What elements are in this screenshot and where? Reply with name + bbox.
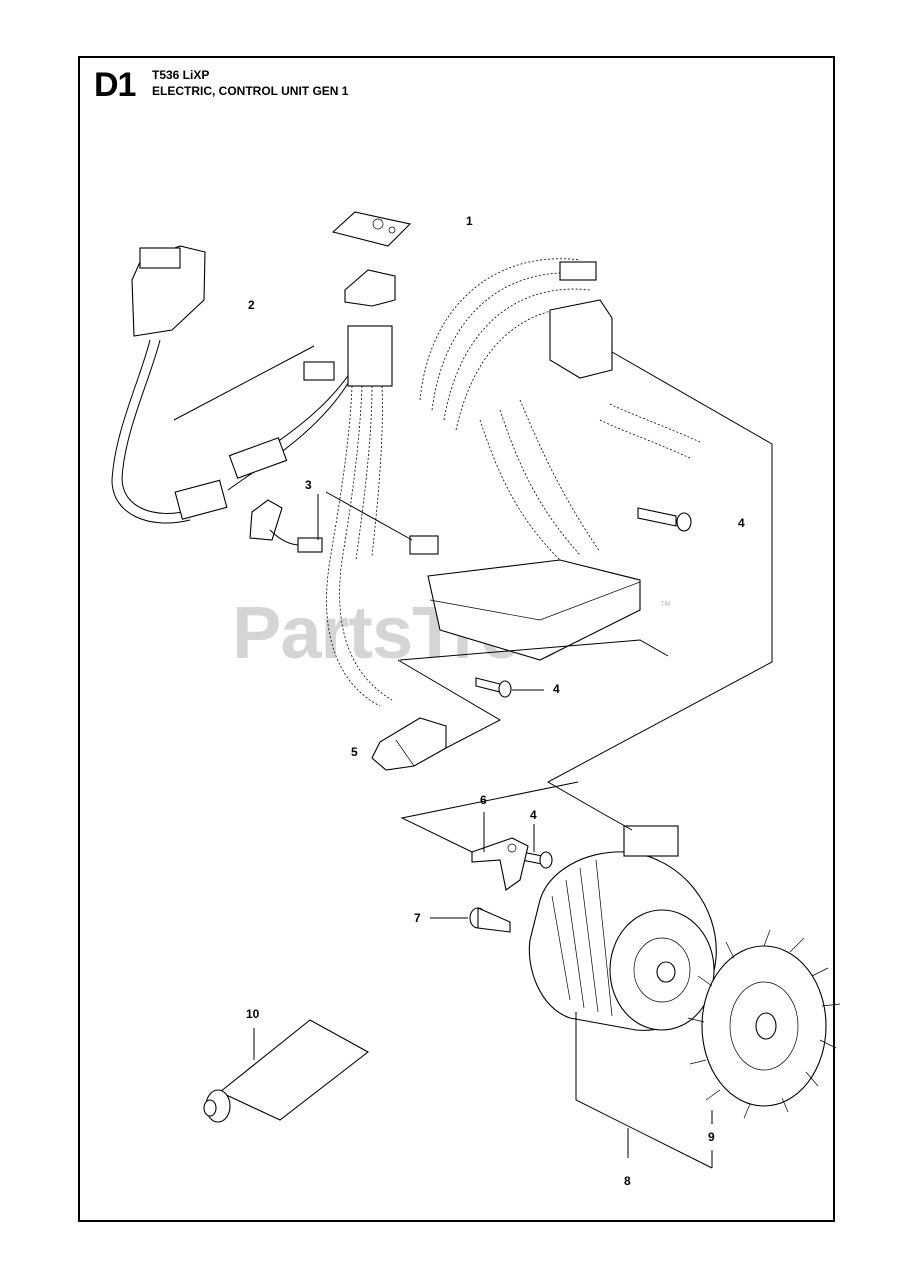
part-2-wiring-harness[interactable] bbox=[111, 245, 439, 707]
leader-lines bbox=[173, 345, 773, 1169]
callout-9: 9 bbox=[708, 1130, 715, 1144]
callout-6: 6 bbox=[480, 793, 487, 807]
part-4-screw-b[interactable] bbox=[475, 677, 512, 698]
part-8-motor[interactable] bbox=[528, 825, 717, 1031]
control-unit bbox=[427, 399, 701, 661]
part-1-label-plate[interactable] bbox=[331, 211, 412, 307]
diagram-title: ELECTRIC, CONTROL UNIT GEN 1 bbox=[152, 84, 349, 98]
part-6-bracket[interactable] bbox=[471, 837, 529, 891]
callout-1: 1 bbox=[466, 214, 473, 228]
part-10-grease-tube[interactable] bbox=[203, 1019, 369, 1123]
part-5-clip[interactable] bbox=[371, 717, 447, 771]
cable-bundle-upper bbox=[419, 258, 613, 431]
part-4-screw-c[interactable] bbox=[521, 851, 553, 869]
part-4-screw-a[interactable] bbox=[637, 507, 692, 532]
callout-4-b: 4 bbox=[553, 682, 560, 696]
section-code: D1 bbox=[94, 66, 136, 104]
callout-7: 7 bbox=[414, 911, 421, 925]
diagram-frame bbox=[78, 56, 835, 1222]
callout-3: 3 bbox=[305, 478, 312, 492]
part-3-connector[interactable] bbox=[249, 499, 323, 553]
callout-4-c: 4 bbox=[530, 808, 537, 822]
callout-10: 10 bbox=[246, 1007, 260, 1021]
callout-8: 8 bbox=[624, 1174, 631, 1188]
callout-2: 2 bbox=[248, 298, 255, 312]
part-7-screw[interactable] bbox=[469, 907, 511, 933]
callout-5: 5 bbox=[351, 745, 358, 759]
watermark-trademark: ™ bbox=[660, 600, 671, 612]
model-name: T536 LiXP bbox=[152, 68, 210, 82]
part-9-fan[interactable] bbox=[687, 929, 841, 1119]
callout-4-a: 4 bbox=[738, 516, 745, 530]
